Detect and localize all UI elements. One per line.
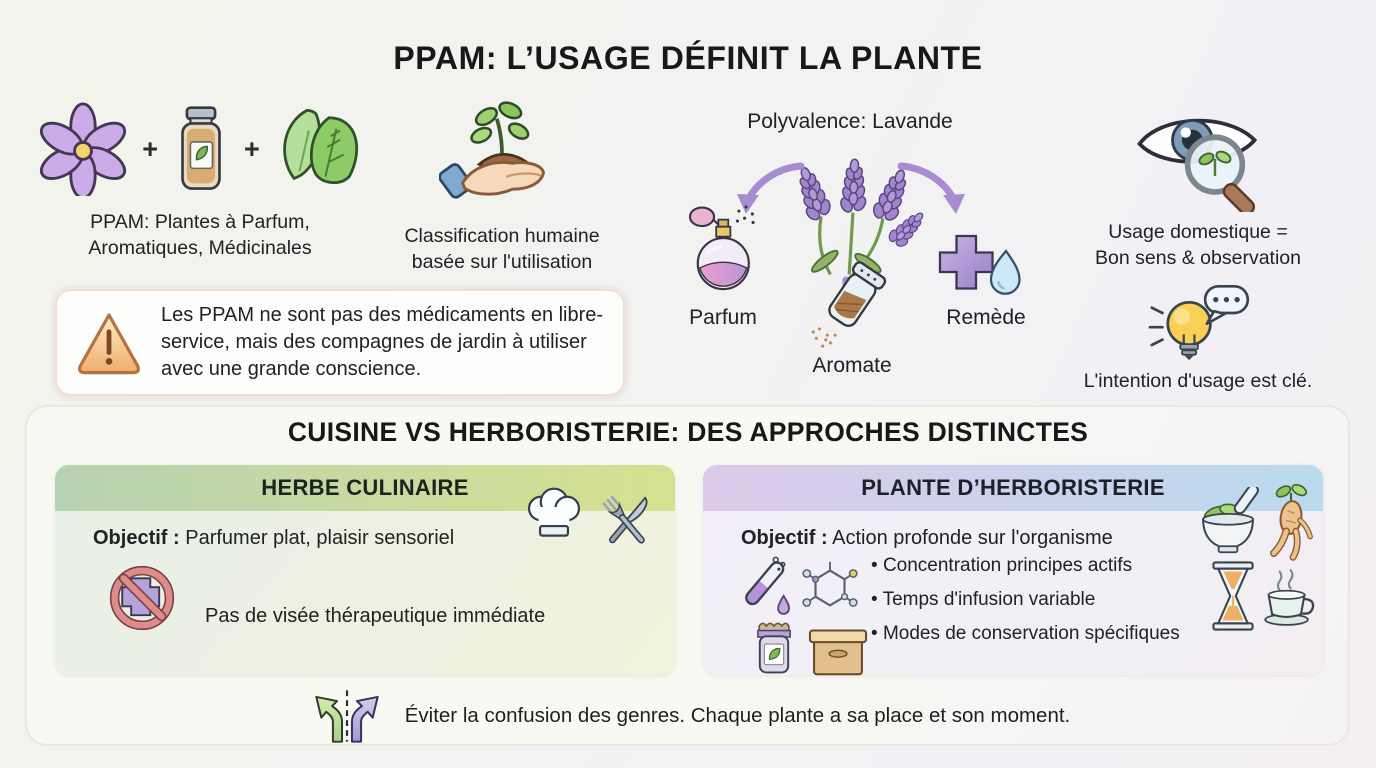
chef-hat-icon bbox=[521, 485, 587, 551]
cup-icon bbox=[1259, 567, 1321, 631]
bullet-text: Temps d'infusion variable bbox=[882, 589, 1096, 610]
bullet-item: Concentration principes actifs bbox=[871, 555, 1180, 577]
utensils-icon bbox=[593, 489, 661, 557]
classification-caption-line2: basée sur l'utilisation bbox=[411, 250, 593, 273]
plus-sign: + bbox=[244, 133, 260, 164]
plus-sign: + bbox=[142, 133, 158, 164]
herbalism-objective: Objectif : Action profonde sur l'organis… bbox=[741, 527, 1113, 550]
ppam-caption: PPAM: Plantes à Parfum, Aromatiques, Méd… bbox=[40, 210, 360, 261]
bullet-item: Modes de conservation spécifiques bbox=[871, 623, 1180, 645]
parfum-label: Parfum bbox=[689, 306, 757, 329]
herbalism-card: PLANTE D’HERBORISTERIE Objectif : Action… bbox=[703, 465, 1323, 677]
footer-text: Éviter la confusion des genres. Chaque p… bbox=[404, 704, 1071, 727]
no-therapy-icon bbox=[107, 563, 177, 633]
flower-icon bbox=[36, 102, 130, 196]
perfume-icon bbox=[685, 192, 763, 304]
eye-magnifier-icon bbox=[1068, 104, 1328, 212]
usage-caption-line2: Bon sens & observation bbox=[1095, 246, 1301, 269]
mortar-icon bbox=[1191, 487, 1265, 557]
usage-group: Usage domestique = Bon sens & observatio… bbox=[1068, 104, 1328, 395]
objective-label: Objectif : bbox=[741, 527, 828, 549]
remedy-icon bbox=[937, 226, 1027, 306]
bullet-text: Concentration principes actifs bbox=[882, 555, 1133, 576]
herbalism-header: PLANTE D’HERBORISTERIE bbox=[703, 465, 1323, 511]
shaker-icon bbox=[807, 260, 893, 354]
objective-text: Action profonde sur l'organisme bbox=[832, 527, 1113, 549]
usage-caption-line1: Usage domestique = bbox=[1108, 221, 1288, 243]
polyvalence-heading: Polyvalence: Lavande bbox=[747, 110, 953, 133]
warning-text: Les PPAM ne sont pas des médicaments en … bbox=[161, 304, 604, 380]
ginseng-icon bbox=[1267, 483, 1315, 563]
polyvalence-group: Polyvalence: Lavande bbox=[655, 100, 1045, 398]
box-icon bbox=[807, 625, 869, 677]
objective-text: Parfumer plat, plaisir sensoriel bbox=[185, 527, 455, 549]
intention-caption: L'intention d'usage est clé. bbox=[1068, 369, 1328, 395]
culinary-note: Pas de visée thérapeutique immédiate bbox=[205, 605, 546, 627]
leaf-icon bbox=[272, 103, 364, 195]
spice-jar-icon bbox=[170, 105, 232, 193]
ppam-caption-line1: PPAM: Plantes à Parfum, bbox=[90, 211, 310, 233]
molecule-icon bbox=[801, 559, 859, 617]
herbalism-bullets: Concentration principes actifs Temps d'i… bbox=[871, 555, 1180, 657]
culinary-card: HERBE CULINAIRE Objectif : Parfumer plat… bbox=[55, 465, 675, 675]
ppam-icon-row: + + bbox=[40, 102, 360, 196]
culinary-objective: Objectif : Parfumer plat, plaisir sensor… bbox=[93, 527, 454, 550]
bullet-text: Modes de conservation spécifiques bbox=[882, 623, 1180, 644]
hourglass-icon bbox=[1205, 559, 1261, 633]
herb-jar-icon bbox=[751, 617, 797, 675]
lavender-icon bbox=[763, 138, 941, 290]
comparison-title: CUISINE VS HERBORISTERIE: DES APPROCHES … bbox=[287, 417, 1089, 447]
diverging-arrows-icon bbox=[305, 687, 389, 745]
warning-box: Les PPAM ne sont pas des médicaments en … bbox=[55, 289, 625, 396]
confusion-footer: Éviter la confusion des genres. Chaque p… bbox=[25, 687, 1350, 745]
ppam-definition-group: + + bbox=[40, 102, 360, 261]
page-title: PPAM: L’USAGE DÉFINIT LA PLANTE bbox=[393, 40, 983, 76]
warning-icon bbox=[73, 309, 145, 377]
remede-label: Remède bbox=[946, 306, 1026, 329]
classification-caption: Classification humaine basée sur l'utili… bbox=[372, 224, 632, 275]
arrow-left-icon bbox=[733, 158, 805, 216]
classification-caption-line1: Classification humaine bbox=[404, 225, 600, 247]
culinary-body: Objectif : Parfumer plat, plaisir sensor… bbox=[55, 511, 675, 675]
hand-plant-icon bbox=[372, 100, 632, 212]
bullet-item: Temps d'infusion variable bbox=[871, 589, 1180, 611]
ppam-caption-line2: Aromatiques, Médicinales bbox=[88, 236, 312, 259]
usage-caption: Usage domestique = Bon sens & observatio… bbox=[1068, 220, 1328, 271]
intention-text: L'intention d'usage est clé. bbox=[1083, 370, 1313, 393]
test-tube-icon bbox=[739, 555, 803, 621]
objective-label: Objectif : bbox=[93, 527, 180, 549]
bulb-icon bbox=[1068, 281, 1328, 361]
classification-group: Classification humaine basée sur l'utili… bbox=[372, 100, 632, 275]
arrow-right-icon bbox=[897, 158, 969, 216]
aromate-label: Aromate bbox=[812, 354, 892, 377]
